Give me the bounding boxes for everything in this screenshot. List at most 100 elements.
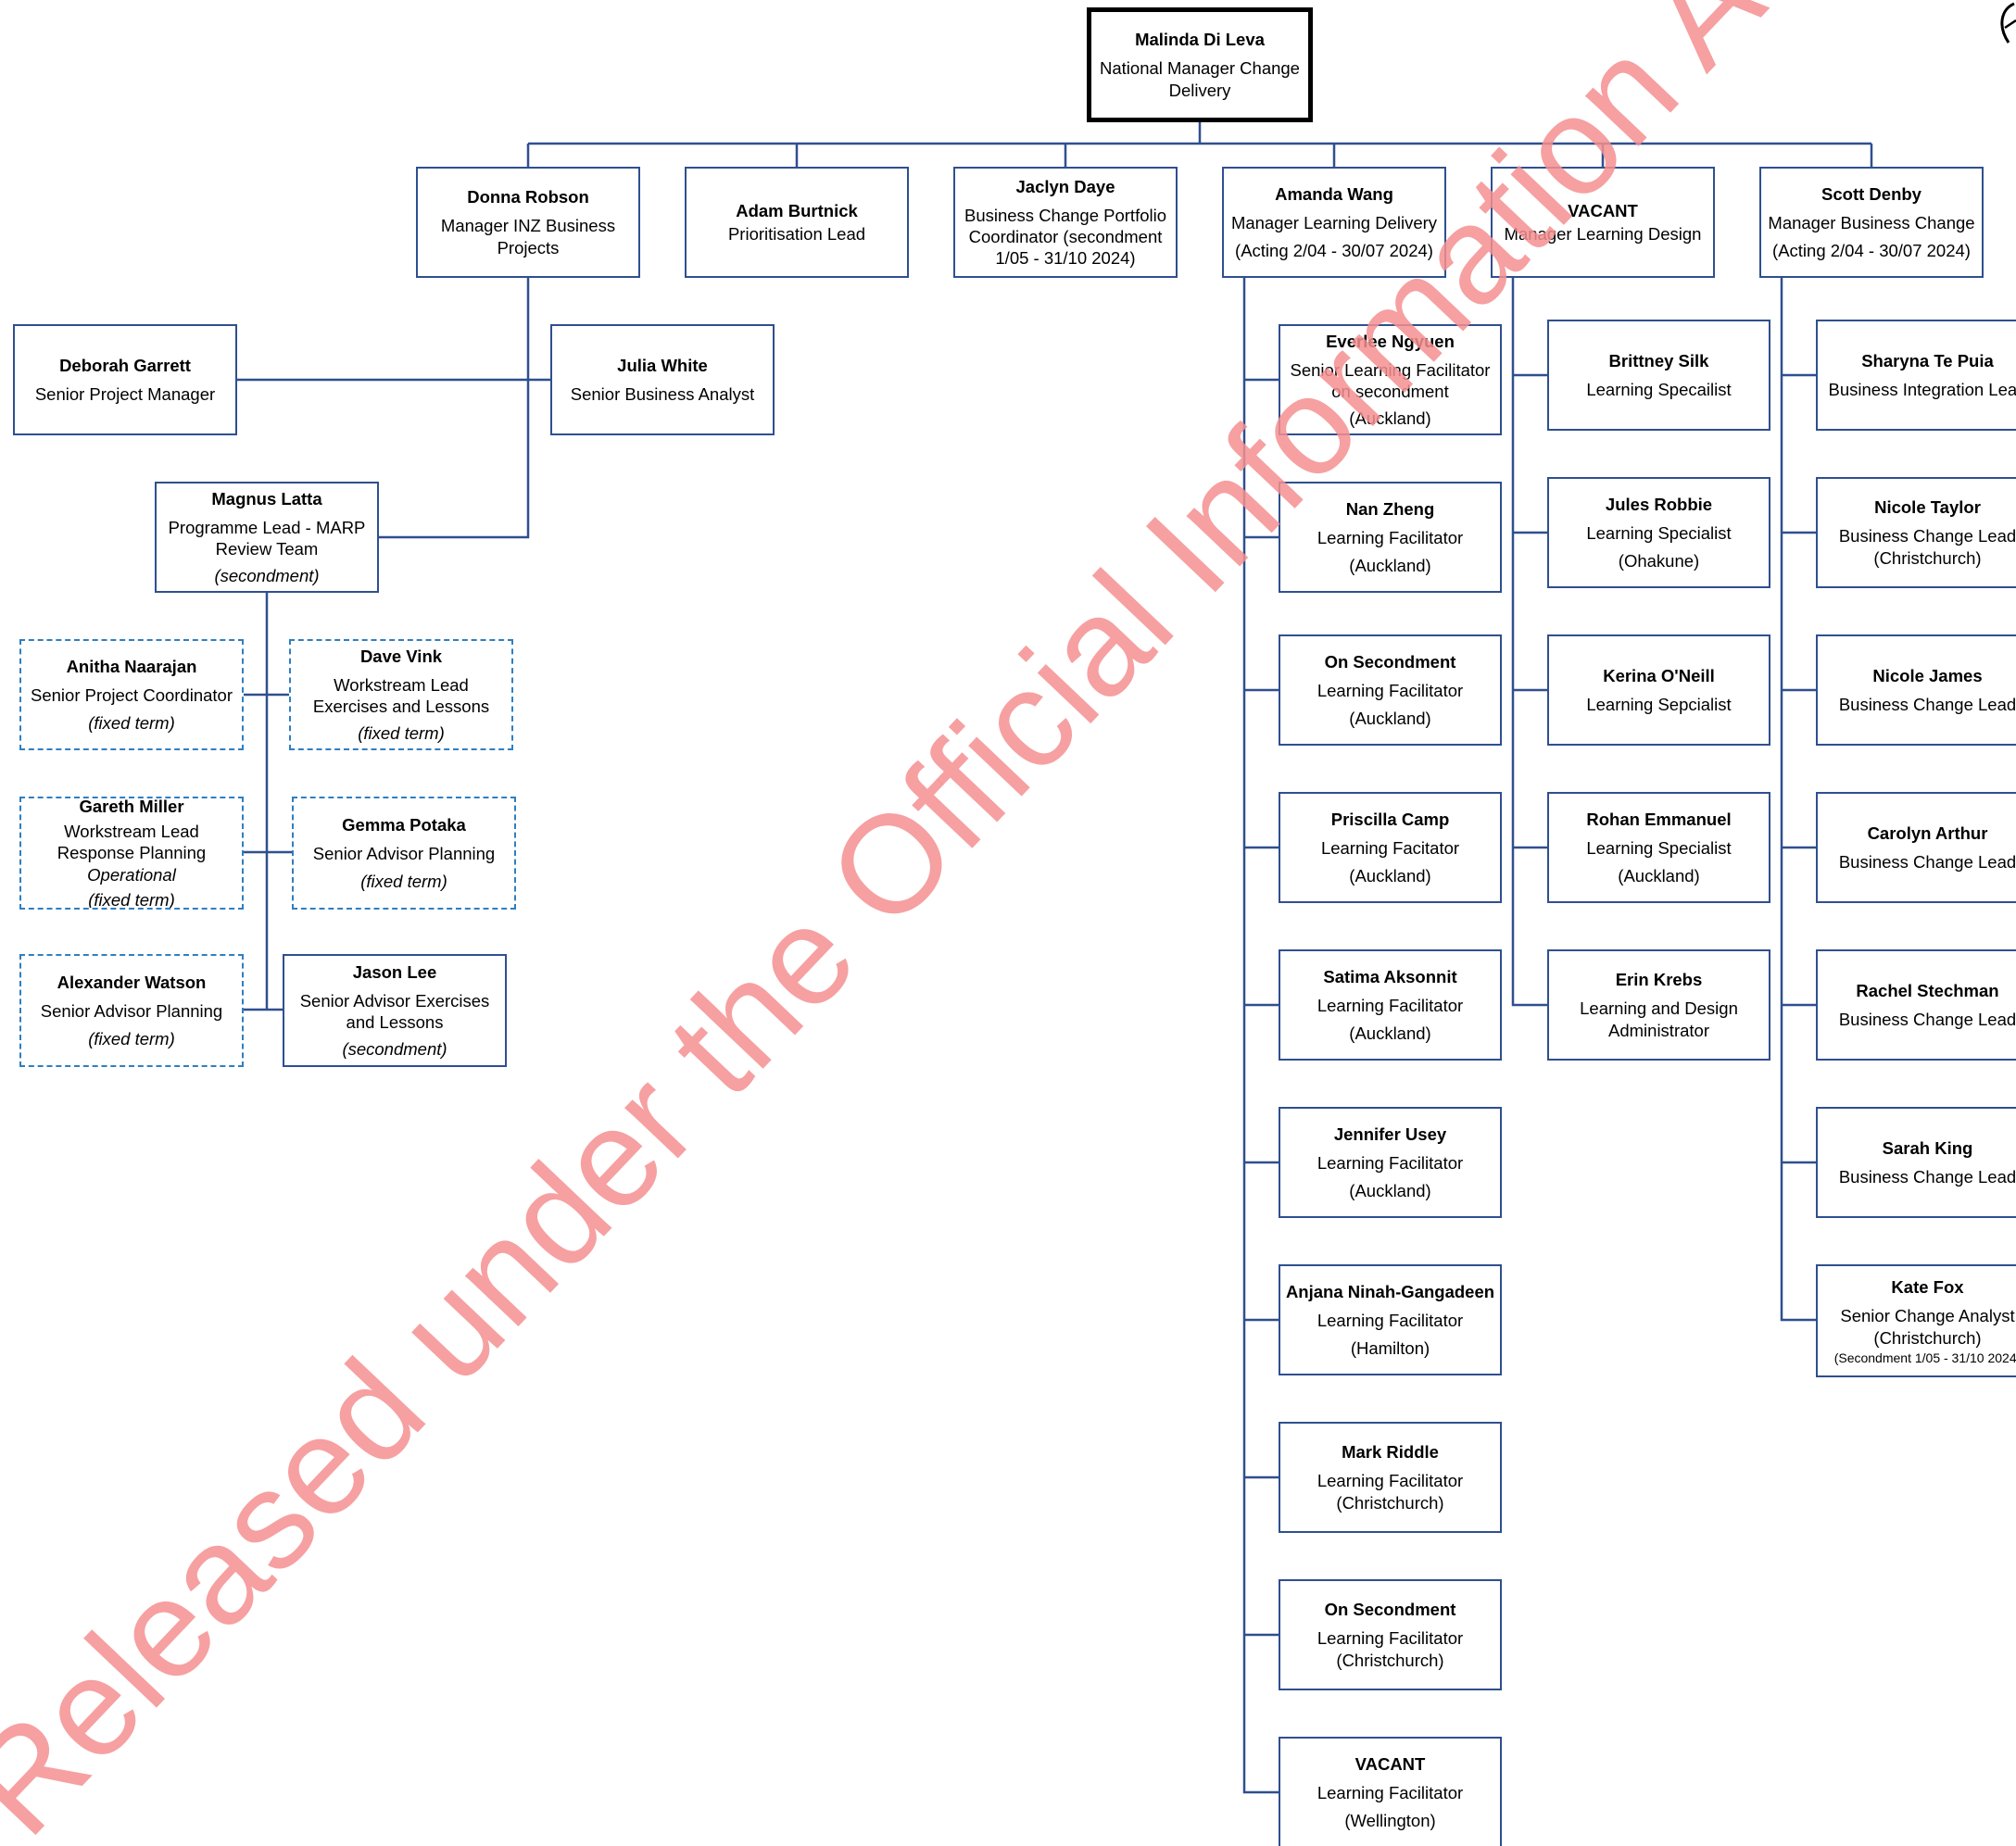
person-name: Anjana Ninah-Gangadeen bbox=[1285, 1282, 1495, 1302]
staff-box-learning-delivery-9: On Secondment Learning Facilitator (Chri… bbox=[1279, 1579, 1502, 1690]
person-name: Satima Aksonnit bbox=[1323, 967, 1457, 987]
person-name: Nicole James bbox=[1872, 665, 1983, 685]
person-name: Carolyn Arthur bbox=[1867, 823, 1988, 843]
staff-box-deborah: Deborah Garrett Senior Project Manager bbox=[13, 324, 237, 435]
person-small-note: (Secondment 1/05 - 31/10 2024) bbox=[1833, 1350, 2016, 1365]
person-note: (fixed term) bbox=[360, 871, 447, 891]
staff-box-learning-delivery-6: Jennifer Usey Learning Facilitator (Auck… bbox=[1279, 1107, 1502, 1218]
person-extra: (Ohakune) bbox=[1618, 550, 1700, 571]
staff-box-gemma: Gemma Potaka Senior Advisor Planning (fi… bbox=[292, 797, 516, 910]
person-title: Learning Specialist bbox=[1586, 523, 1732, 544]
staff-box-learning-delivery-10: VACANT Learning Facilitator (Wellington) bbox=[1279, 1737, 1502, 1846]
person-name: Julia White bbox=[617, 355, 708, 375]
manager-box-vacant-design: VACANT Manager Learning Design bbox=[1491, 167, 1715, 278]
person-extra: (Auckland) bbox=[1349, 555, 1431, 575]
person-title: Learning Facitator bbox=[1320, 838, 1460, 859]
staff-box-learning-delivery-3: On Secondment Learning Facilitator (Auck… bbox=[1279, 634, 1502, 746]
person-title: Business Change Portfolio Coordinator (s… bbox=[964, 205, 1167, 269]
person-title: Business Change Lead bbox=[1838, 695, 2016, 714]
person-name: VACANT bbox=[1568, 200, 1638, 220]
person-note: (fixed term) bbox=[358, 723, 445, 744]
person-name: Brittney Silk bbox=[1608, 350, 1709, 370]
person-name: On Secondment bbox=[1324, 1600, 1456, 1620]
staff-box-learning-design-5: Erin Krebs Learning and Design Administr… bbox=[1547, 949, 1770, 1061]
person-title: Senior Change Analyst (Christchurch) bbox=[1840, 1306, 2015, 1348]
person-title: Senior Project Manager bbox=[34, 384, 216, 404]
person-name: Jennifer Usey bbox=[1333, 1124, 1447, 1145]
person-name: Kerina O'Neill bbox=[1603, 665, 1715, 685]
staff-box-business-change-6: Sarah King Business Change Lead bbox=[1816, 1107, 2016, 1218]
person-note-operational: Operational bbox=[87, 864, 176, 885]
person-name: Deborah Garrett bbox=[59, 355, 191, 375]
person-name: Kate Fox bbox=[1891, 1277, 1964, 1298]
person-name: Priscilla Camp bbox=[1330, 810, 1450, 830]
person-title: Business Change Lead bbox=[1838, 1167, 2016, 1187]
person-title: Learning Facilitator bbox=[1317, 1311, 1464, 1331]
person-name: Donna Robson bbox=[467, 187, 589, 207]
person-name: Nicole Taylor bbox=[1874, 497, 1981, 518]
staff-box-business-change-4: Carolyn Arthur Business Change Lead bbox=[1816, 792, 2016, 903]
staff-box-business-change-7: Kate Fox Senior Change Analyst (Christch… bbox=[1816, 1264, 2016, 1377]
person-title: Business Change Lead (Christchurch) bbox=[1838, 526, 2016, 568]
manager-box-scott: Scott Denby Manager Business Change (Act… bbox=[1759, 167, 1984, 278]
person-name: Rachel Stechman bbox=[1856, 980, 1999, 1000]
person-title: Learning Specailist bbox=[1586, 380, 1732, 399]
staff-box-business-change-5: Rachel Stechman Business Change Lead bbox=[1816, 949, 2016, 1061]
staff-box-learning-delivery-5: Satima Aksonnit Learning Facilitator (Au… bbox=[1279, 949, 1502, 1061]
person-name: Jules Robbie bbox=[1605, 495, 1713, 515]
person-extra: (Acting 2/04 - 30/07 2024) bbox=[1772, 240, 1971, 260]
staff-box-learning-delivery-8: Mark Riddle Learning Facilitator (Christ… bbox=[1279, 1422, 1502, 1533]
staff-box-learning-design-3: Kerina O'Neill Learning Sepcialist bbox=[1547, 634, 1770, 746]
person-name: Gemma Potaka bbox=[342, 815, 466, 835]
person-title: Business Change Lead bbox=[1838, 852, 2016, 872]
person-note: (secondment) bbox=[214, 566, 320, 586]
person-extra: (Auckland) bbox=[1618, 865, 1700, 885]
staff-box-anitha: Anitha Naarajan Senior Project Coordinat… bbox=[19, 639, 244, 750]
person-name: Alexander Watson bbox=[57, 973, 207, 993]
person-name: Amanda Wang bbox=[1275, 184, 1393, 205]
person-title: Manager Learning Delivery bbox=[1230, 213, 1438, 233]
staff-box-learning-design-4: Rohan Emmanuel Learning Specialist (Auck… bbox=[1547, 792, 1770, 903]
staff-box-learning-delivery-1: Everlee Ngyuen Senior Learning Facilitat… bbox=[1279, 324, 1502, 435]
person-title: Workstream Lead Exercises and Lessons bbox=[312, 674, 490, 716]
person-note: (secondment) bbox=[342, 1039, 447, 1060]
person-extra: (Auckland) bbox=[1349, 1180, 1431, 1200]
person-extra: (Acting 2/04 - 30/07 2024) bbox=[1235, 240, 1433, 260]
person-name: Nan Zheng bbox=[1345, 499, 1435, 520]
person-name: Mark Riddle bbox=[1342, 1442, 1439, 1463]
person-name: Jason Lee bbox=[352, 961, 437, 982]
staff-box-business-change-3: Nicole James Business Change Lead bbox=[1816, 634, 2016, 746]
person-title: Manager Learning Design bbox=[1504, 224, 1702, 244]
person-name: Anitha Naarajan bbox=[66, 657, 197, 677]
person-name: Adam Burtnick bbox=[736, 200, 858, 220]
staff-box-gareth: Gareth Miller Workstream Lead Response P… bbox=[19, 797, 244, 910]
person-title: Business Integration Lead bbox=[1828, 380, 2016, 399]
person-title: Senior Advisor Planning bbox=[40, 1001, 223, 1022]
staff-box-dave: Dave Vink Workstream Lead Exercises and … bbox=[289, 639, 513, 750]
person-name: Erin Krebs bbox=[1615, 970, 1703, 990]
person-extra: (Auckland) bbox=[1349, 865, 1431, 885]
staff-box-learning-delivery-2: Nan Zheng Learning Facilitator (Auckland… bbox=[1279, 482, 1502, 593]
top-manager-box: Malinda Di Leva National Manager Change … bbox=[1087, 7, 1313, 122]
person-extra: (Hamilton) bbox=[1350, 1337, 1430, 1358]
manager-box-jaclyn: Jaclyn Daye Business Change Portfolio Co… bbox=[953, 167, 1178, 278]
person-title: Learning Facilitator (Christchurch) bbox=[1317, 1628, 1464, 1670]
person-name: VACANT bbox=[1354, 1754, 1426, 1775]
person-title: Senior Business Analyst bbox=[570, 384, 755, 404]
person-title: Senior Project Coordinator bbox=[31, 685, 233, 706]
staff-box-learning-design-2: Jules Robbie Learning Specialist (Ohakun… bbox=[1547, 477, 1770, 588]
person-name: Rohan Emmanuel bbox=[1586, 810, 1732, 830]
person-title: Manager INZ Business Projects bbox=[440, 216, 616, 257]
person-title: Programme Lead - MARP Review Team bbox=[168, 517, 366, 559]
person-name: Jaclyn Daye bbox=[1015, 176, 1115, 196]
person-title: Learning Facilitator bbox=[1317, 1783, 1464, 1803]
person-title: Senior Learning Facilitator on secondmen… bbox=[1290, 359, 1491, 401]
person-title: Learning Sepcialist bbox=[1586, 695, 1732, 714]
person-extra: (Auckland) bbox=[1349, 1023, 1431, 1043]
staff-box-jason: Jason Lee Senior Advisor Exercises and L… bbox=[283, 954, 507, 1067]
staff-box-magnus: Magnus Latta Programme Lead - MARP Revie… bbox=[155, 482, 379, 593]
manager-box-amanda: Amanda Wang Manager Learning Delivery (A… bbox=[1222, 167, 1446, 278]
person-note: (fixed term) bbox=[88, 1028, 175, 1049]
person-title: Senior Advisor Exercises and Lessons bbox=[299, 990, 490, 1032]
